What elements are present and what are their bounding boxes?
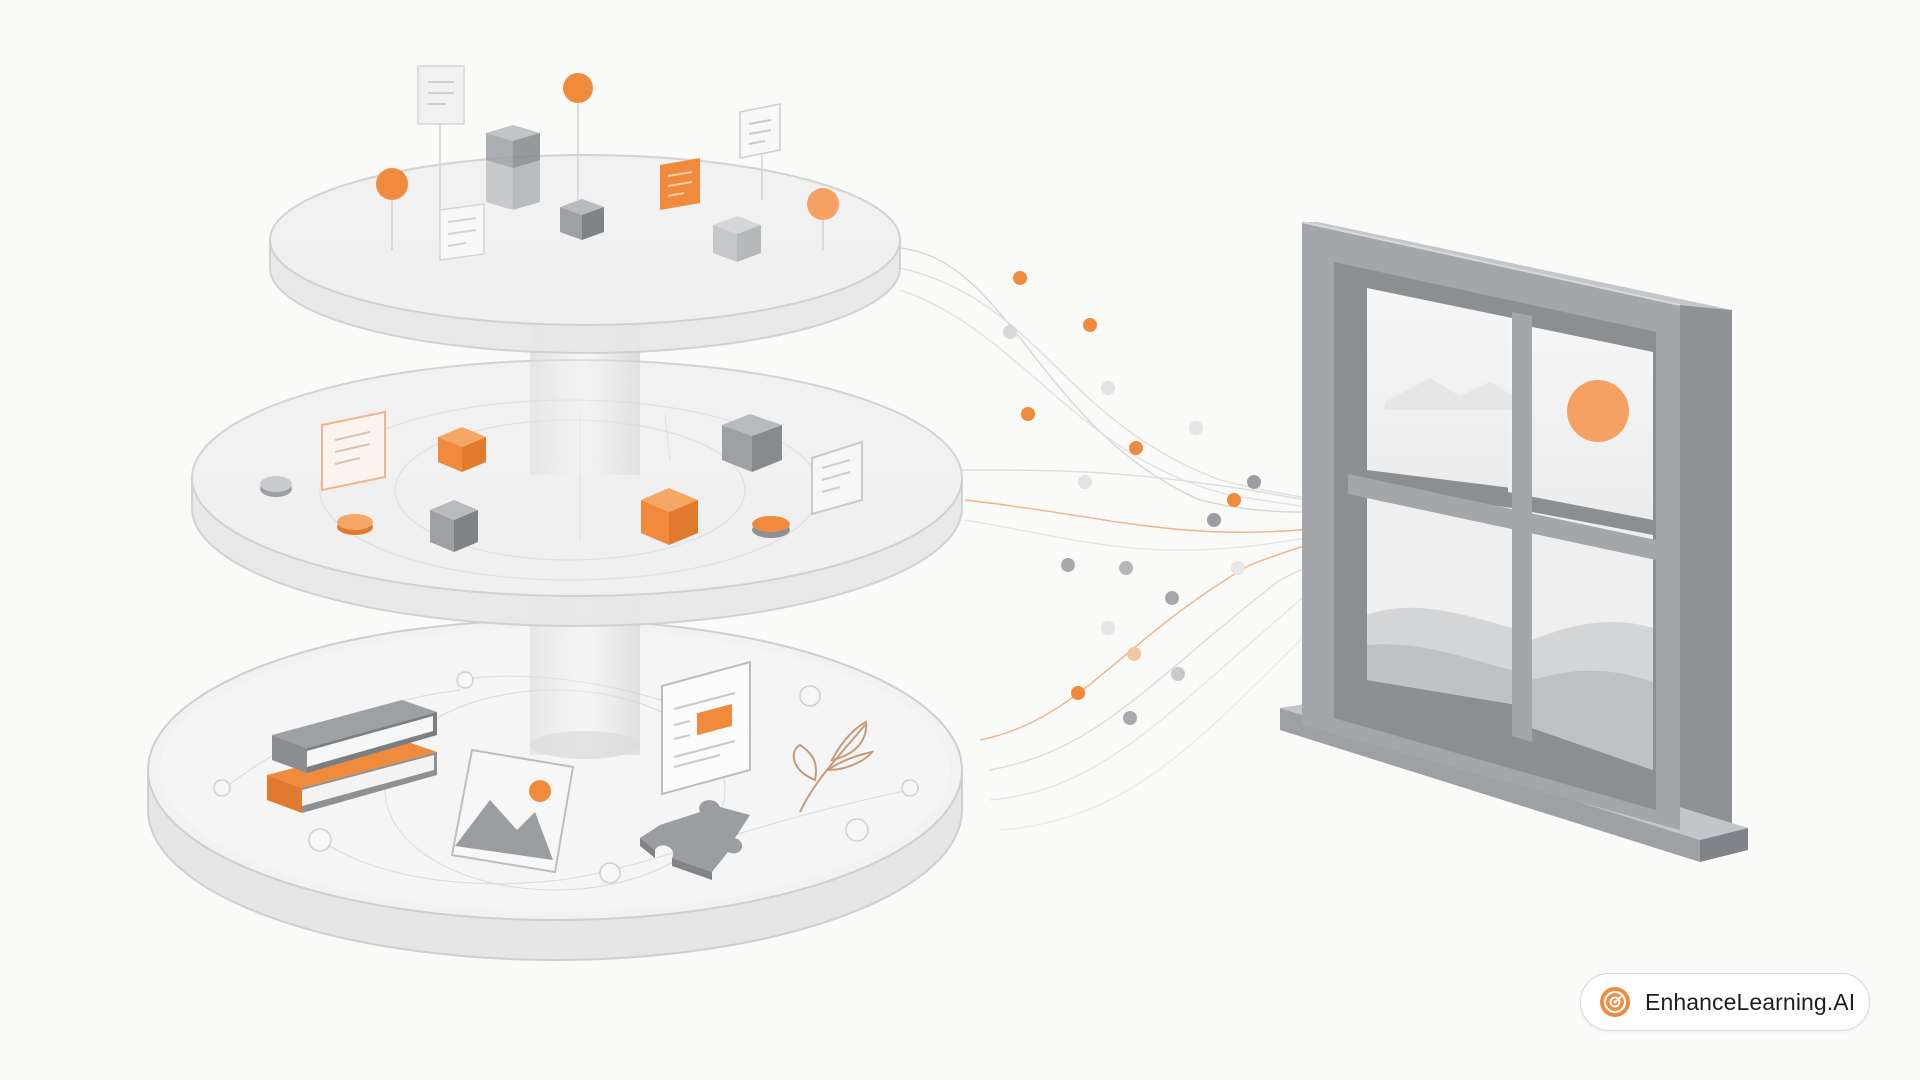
leaf-icon: [792, 720, 875, 813]
cube-icon-gray-mid: [722, 414, 782, 472]
brand-badge[interactable]: EnhanceLearning.AI: [1580, 973, 1870, 1031]
dot-icon-orange-right: [807, 188, 839, 220]
document-icon-small-left: [439, 203, 485, 261]
disc-icon-orange-gray: [752, 516, 790, 538]
cube-icon-orange-large: [641, 488, 698, 545]
dot-icon-orange-top: [563, 73, 593, 103]
top-platter: [269, 154, 901, 354]
disc-icon-orange: [337, 514, 373, 535]
target-logo-icon: [1600, 987, 1630, 1017]
document-icon-floating-right: [739, 103, 781, 159]
document-icon-large: [661, 660, 751, 796]
document-icon-orange-top: [660, 158, 700, 210]
cube-icon-gray-top-right: [713, 216, 761, 262]
sun-icon: [1567, 380, 1629, 442]
cube-icon-orange-small: [438, 427, 486, 472]
book-stack-icon: [267, 700, 437, 813]
document-icon-gray: [811, 440, 863, 516]
dot-icon-orange-left: [376, 168, 408, 200]
document-icon-orange-outline: [321, 410, 386, 492]
cube-icon-gray-top-center: [560, 199, 604, 240]
brand-name: EnhanceLearning.AI: [1645, 988, 1856, 1015]
cube-icon-gray-small: [430, 500, 478, 552]
document-icon-floating-top: [417, 65, 465, 125]
window-icon: [1280, 221, 1748, 862]
disc-icon-gray: [260, 476, 292, 497]
puzzle-piece-icon: [640, 800, 750, 880]
image-icon: [450, 748, 575, 874]
flow-dots: [1003, 271, 1261, 725]
cube-icon-gray-floating: [486, 125, 540, 210]
